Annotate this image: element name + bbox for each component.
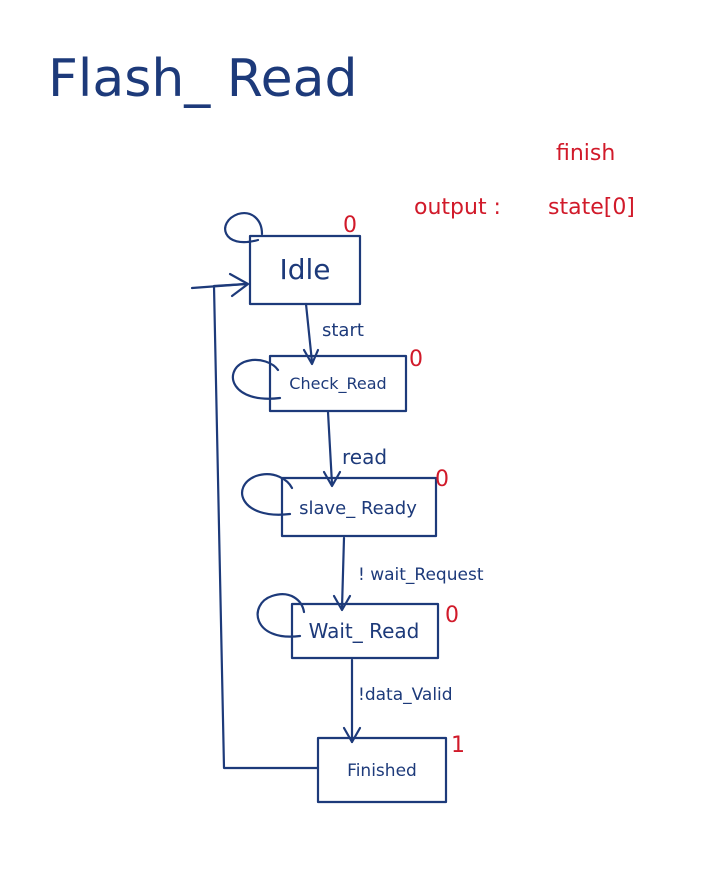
- arrowhead: [302, 348, 320, 366]
- output-signal-name: finish: [556, 141, 615, 166]
- state-box-slave-ready: [280, 476, 438, 538]
- state-slave-ready: slave_ Ready 0: [241, 467, 449, 538]
- transition-label-wait-request: ! wait_Request: [358, 565, 484, 585]
- diagram-title: Flash_ Read: [48, 49, 357, 109]
- self-loop-wait-read: [256, 593, 306, 638]
- self-loop-idle: [224, 212, 264, 244]
- transition-label-start: start: [322, 320, 364, 341]
- self-loop-check-read: [231, 358, 282, 400]
- transition-wait-read-to-finished: !data_Valid: [342, 658, 453, 744]
- state-box-finished: [316, 736, 448, 804]
- output-signal-expr: state[0]: [548, 195, 635, 220]
- arrowhead: [228, 272, 250, 298]
- transition-idle-to-check-read: start: [302, 302, 364, 366]
- arrowhead: [322, 470, 342, 488]
- state-wait-read: Wait_ Read 0: [256, 593, 459, 660]
- state-check-read: Check_Read 0: [231, 347, 423, 413]
- transition-slave-ready-to-wait-read: ! wait_Request: [332, 536, 484, 612]
- state-output-slave-ready: 0: [435, 467, 449, 492]
- state-output-idle: 0: [343, 213, 357, 238]
- state-output-wait-read: 0: [445, 603, 459, 628]
- arrow-line: [304, 302, 314, 364]
- state-finished: Finished 1: [316, 733, 465, 804]
- state-output-finished: 1: [451, 733, 465, 758]
- transition-label-read: read: [342, 445, 387, 469]
- transition-label-data-valid: !data_Valid: [358, 685, 453, 705]
- state-label-finished: Finished: [347, 761, 417, 781]
- arrowhead: [342, 726, 362, 744]
- state-box-wait-read: [290, 602, 440, 660]
- state-output-check-read: 0: [409, 347, 423, 372]
- state-label-idle: Idle: [279, 253, 330, 286]
- return-line-stub: [190, 282, 248, 290]
- arrowhead: [332, 594, 352, 612]
- state-box-check-read: [268, 354, 408, 413]
- state-idle: Idle 0: [224, 212, 362, 306]
- arrow-line: [326, 410, 334, 486]
- state-label-wait-read: Wait_ Read: [309, 619, 420, 643]
- state-label-check-read: Check_Read: [289, 374, 386, 394]
- output-label: output :: [414, 195, 501, 220]
- self-loop-slave-ready: [241, 473, 294, 516]
- transition-finished-to-idle: [190, 272, 320, 770]
- arrow-line: [340, 536, 346, 610]
- transition-check-read-to-slave-ready: read: [322, 410, 387, 488]
- state-label-slave-ready: slave_ Ready: [299, 498, 417, 519]
